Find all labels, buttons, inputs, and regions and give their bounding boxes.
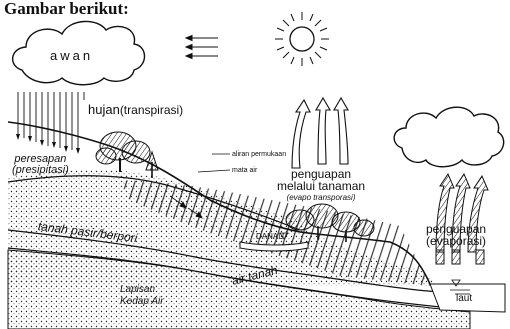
evaporation-arrows (436, 174, 488, 264)
label-hujan-main: hujan (88, 102, 120, 117)
label-presipitasi: (presipitasi) (12, 164, 69, 176)
label-penguapan-tanaman-2: melalui tanaman (277, 179, 365, 193)
label-penguapan-evaporasi: penguapan(evaporasi) (426, 223, 486, 247)
label-lapisan-1: Lapisan (120, 284, 155, 295)
label-hujan-note: (transpirasi) (120, 103, 183, 117)
sun-icon (275, 12, 329, 66)
label-lapisan-2: Kedap Air (120, 296, 164, 307)
rain-lines (18, 92, 84, 152)
label-lapisan-kedap-air: LapisanKedap Air (120, 284, 164, 308)
label-aliran-permukaan: aliran permukaan (232, 151, 286, 158)
label-penguapan-tanaman: penguapanmelalui tanaman(evapo transpora… (277, 168, 365, 204)
transpiration-arrows (292, 98, 348, 168)
page-title: Gambar berikut: (4, 0, 129, 17)
cloud-right (394, 107, 504, 167)
wind-arrows (186, 36, 218, 59)
label-mata-air: mata air (232, 167, 257, 174)
label-evapo-transporasi: (evapo transporasi) (277, 192, 365, 204)
label-peresapan: peresapan(presipitasi) (12, 154, 69, 176)
label-hujan: hujan(transpirasi) (88, 103, 183, 116)
label-awan: awan (50, 49, 93, 62)
label-danau: DANAU (256, 233, 284, 241)
label-evaporasi: (evaporasi) (426, 234, 486, 248)
label-laut: laut (456, 294, 472, 304)
